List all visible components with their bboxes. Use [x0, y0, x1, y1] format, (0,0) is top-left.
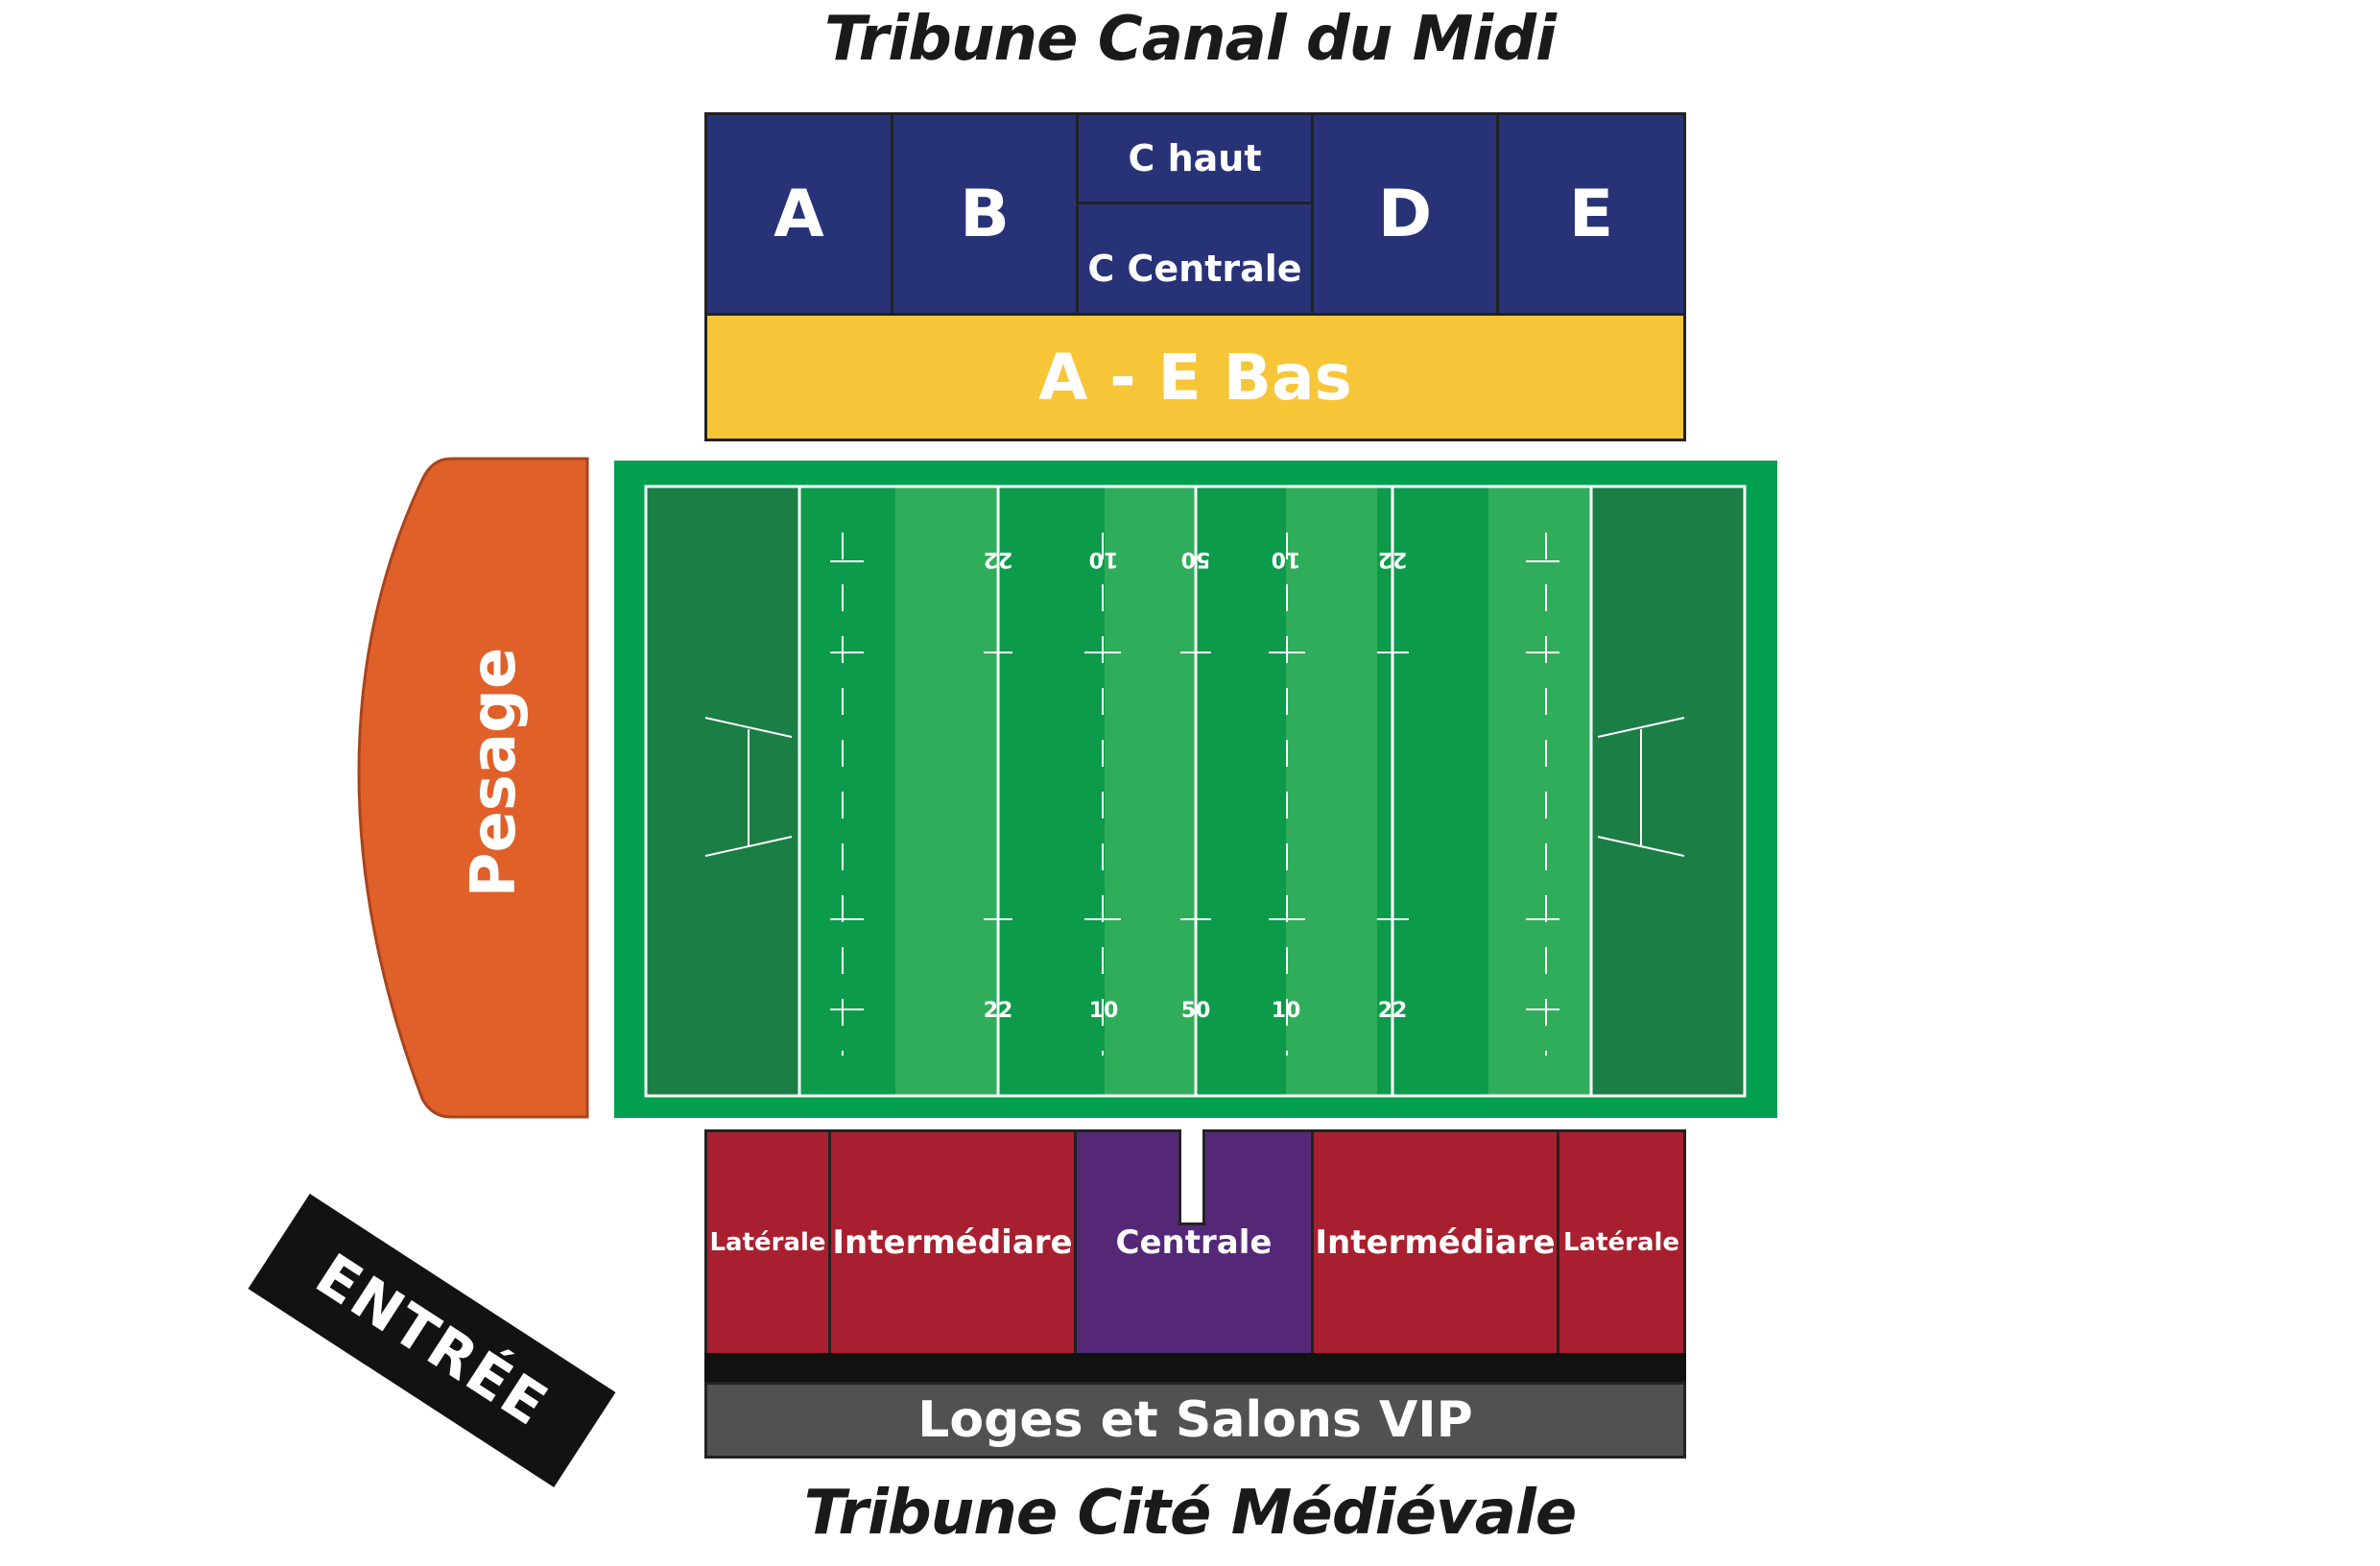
tunnel [1178, 1129, 1205, 1225]
block-a[interactable]: A [704, 112, 893, 316]
pitch-marking-top: 22 [1378, 547, 1408, 571]
pitch-marking-top: 10 [1272, 547, 1301, 571]
block-laterale-east[interactable]: Latérale [1557, 1129, 1686, 1356]
pitch-marking-bottom: 22 [984, 999, 1013, 1023]
pitch-marking-bottom: 10 [1272, 999, 1301, 1023]
block-a-e-bas[interactable]: A - E Bas [704, 313, 1686, 441]
south-stand-title: Tribune Cité Médiévale [803, 1478, 1577, 1549]
block-b[interactable]: B [891, 112, 1079, 316]
block-intermediare-east[interactable]: Intermédiare [1311, 1129, 1559, 1356]
pitch-marking-bottom: 22 [1378, 999, 1408, 1023]
pitch-marking-top: 10 [1089, 547, 1119, 571]
block-laterale-west[interactable]: Latérale [704, 1129, 831, 1356]
north-stand-title: Tribune Canal du Midi [824, 4, 1557, 75]
block-intermediare-west[interactable]: Intermédiare [828, 1129, 1077, 1356]
pitch-marking-bottom: 50 [1181, 999, 1211, 1023]
pitch-marking-top: 22 [984, 547, 1013, 571]
stand-divider [704, 1353, 1686, 1385]
pitch-marking-top: 50 [1181, 547, 1211, 571]
loges-salons-vip[interactable]: Loges et Salons VIP [704, 1382, 1686, 1459]
rugby-pitch: 22 10 50 10 22 22 10 50 10 22 [614, 461, 1777, 1118]
pesage-label: Pesage [459, 647, 530, 898]
block-c-centrale[interactable]: C Centrale [1076, 202, 1314, 316]
pitch-marking-bottom: 10 [1089, 999, 1119, 1023]
block-e[interactable]: E [1496, 112, 1686, 316]
